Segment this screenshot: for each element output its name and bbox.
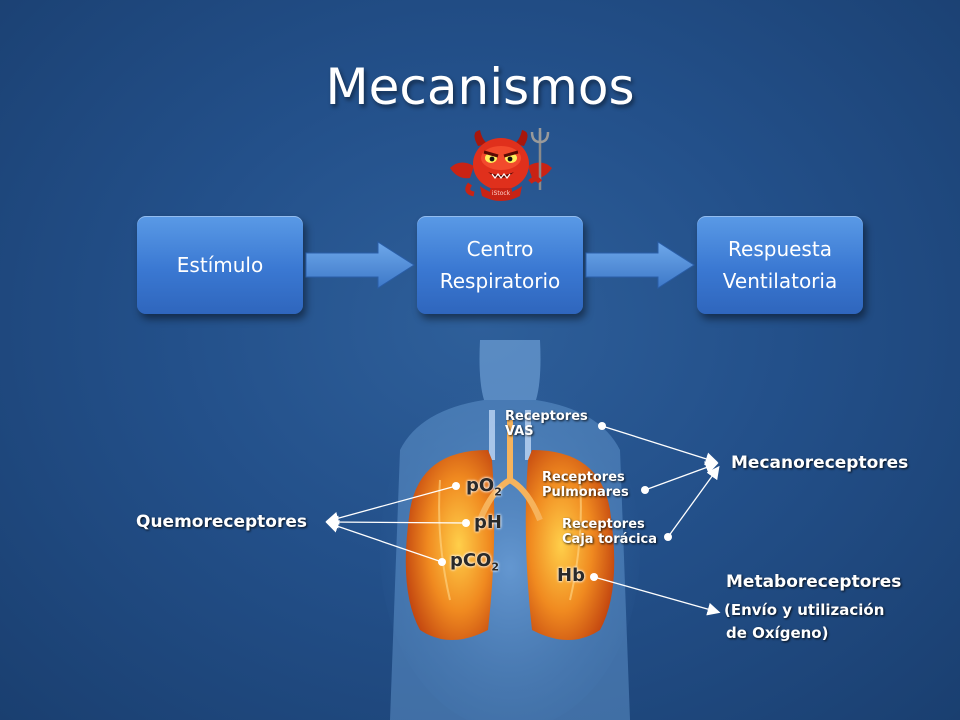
label-po2: pO2 (466, 475, 502, 499)
label-metabo-note-2: de Oxígeno) (726, 624, 829, 642)
page-title: Mecanismos (325, 58, 635, 116)
label-ph: pH (474, 512, 502, 533)
label-receptores-pulmonares: Receptores Pulmonares (542, 470, 629, 500)
torso-lungs-illustration (380, 340, 640, 720)
po2-base: pO (466, 475, 495, 496)
label-metabo-note-1: (Envío y utilización (724, 601, 885, 619)
label-metaboreceptores: Metaboreceptores (726, 572, 902, 592)
connector-thoracic-mechano (667, 465, 720, 538)
connector-pulmonary-mechano (644, 461, 719, 491)
pco2-sub: 2 (491, 560, 500, 574)
ventilatory-response-box: Respuesta Ventilatoria (697, 216, 863, 314)
stimulus-box: Estímulo (137, 216, 303, 314)
flow-arrow-2 (585, 241, 695, 289)
label-receptores-caja-toracica: Receptores Caja torácica (562, 517, 658, 547)
label-mecanoreceptores: Mecanoreceptores (731, 453, 909, 473)
po2-sub: 2 (494, 485, 502, 499)
pco2-base: pCO (450, 550, 492, 571)
label-quemoreceptores: Quemoreceptores (136, 512, 308, 532)
svg-text:iStock: iStock (492, 190, 511, 197)
label-pco2: pCO2 (450, 550, 499, 574)
flow-arrow-1 (305, 241, 415, 289)
label-hb: Hb (557, 565, 585, 586)
label-receptores-vas: Receptores VAS (505, 409, 588, 439)
devil-clipart-icon: iStock (450, 128, 552, 201)
respiratory-center-box: Centro Respiratorio (417, 216, 583, 314)
